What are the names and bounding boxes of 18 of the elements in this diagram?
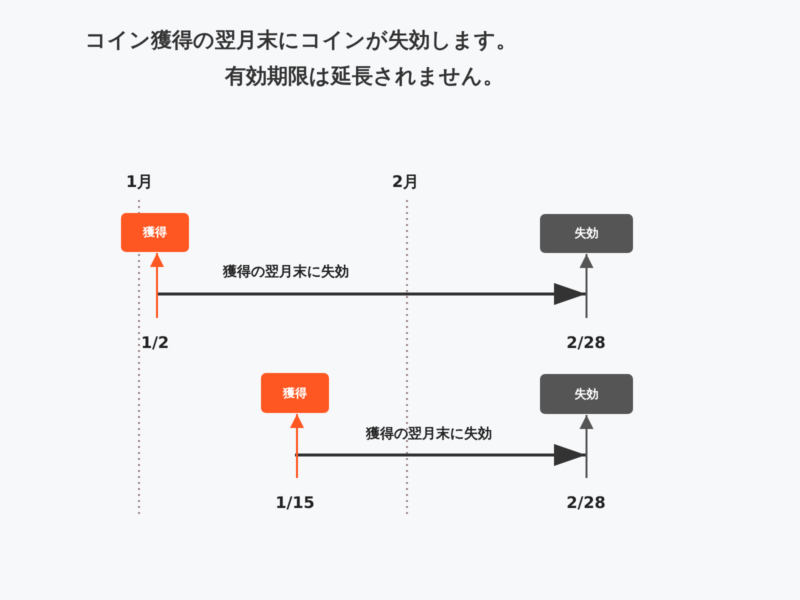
- month-label: 2月: [392, 172, 420, 193]
- event-box: 獲得: [261, 373, 329, 413]
- duration-label: 獲得の翌月末に失効: [366, 425, 492, 443]
- arrow: [580, 415, 594, 478]
- event-box: 獲得: [121, 213, 189, 252]
- date-label: 1/15: [275, 494, 315, 512]
- date-label: 2/28: [566, 334, 606, 352]
- arrow: [290, 414, 304, 478]
- event-box: 失効: [540, 374, 633, 414]
- arrow: [580, 254, 594, 318]
- event-box: 失効: [540, 214, 633, 253]
- month-label: 1月: [126, 172, 154, 193]
- arrow: [150, 253, 164, 318]
- subtitle: 有効期限は延長されません。: [225, 63, 504, 90]
- duration-label: 獲得の翌月末に失効: [223, 263, 349, 281]
- date-label: 2/28: [566, 494, 606, 512]
- date-label: 1/2: [140, 334, 170, 352]
- title: コイン獲得の翌月末にコインが失効します。: [85, 27, 517, 54]
